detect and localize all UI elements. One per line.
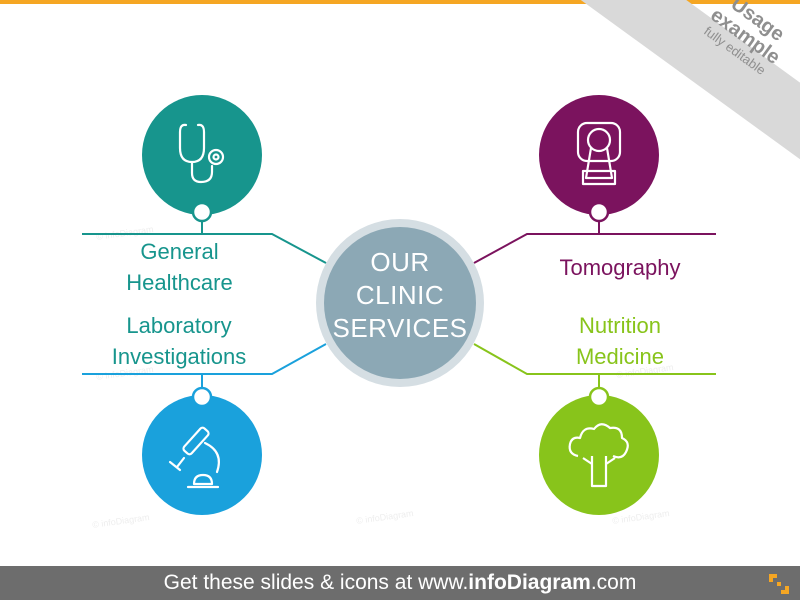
laboratory-label: Laboratory Investigations xyxy=(88,310,270,372)
laboratory-node xyxy=(191,386,213,408)
footer-bar: Get these slides & icons at www.infoDiag… xyxy=(0,566,800,600)
center-title: OUR CLINIC SERVICES xyxy=(320,246,480,345)
top-accent-bar xyxy=(0,0,800,4)
service-label-line: General xyxy=(140,239,219,264)
connector-nutrition xyxy=(473,343,716,375)
tomography-label: Tomography xyxy=(530,252,710,283)
center-circle xyxy=(324,227,476,379)
service-label-line: Laboratory xyxy=(126,313,232,338)
connector-tomography xyxy=(473,233,716,264)
tomography-node xyxy=(588,201,610,223)
footer-suffix: .com xyxy=(590,571,637,594)
connector-laboratory xyxy=(82,343,327,375)
connector-general xyxy=(82,233,327,264)
general-healthcare-node xyxy=(191,201,213,223)
service-label-line: Investigations xyxy=(111,344,247,369)
laboratory-circle xyxy=(142,395,262,515)
footer-prefix: Get these slides & icons at www. xyxy=(163,571,469,594)
stethoscope-icon xyxy=(178,123,225,184)
microscope-icon xyxy=(168,426,220,489)
tomography-circle xyxy=(539,95,659,215)
service-label-line: Healthcare xyxy=(126,270,233,295)
center-line-1: OUR xyxy=(370,247,430,277)
broccoli-icon xyxy=(568,423,629,488)
infodiagram-logo-icon xyxy=(769,574,789,594)
nutrition-circle xyxy=(539,395,659,515)
center-line-3: SERVICES xyxy=(332,313,468,343)
nutrition-node xyxy=(588,386,610,408)
general-healthcare-label: General Healthcare xyxy=(92,236,267,298)
nutrition-label: Nutrition Medicine xyxy=(530,310,710,372)
service-label-line: Nutrition xyxy=(579,313,661,338)
footer-brand: infoDiagram xyxy=(468,571,591,594)
ct-scanner-icon xyxy=(576,121,622,186)
footer-text[interactable]: Get these slides & icons at www.infoDiag… xyxy=(0,571,800,595)
center-line-2: CLINIC xyxy=(355,280,445,310)
service-label-line: Tomography xyxy=(559,255,681,280)
service-label-line: Medicine xyxy=(575,344,665,369)
